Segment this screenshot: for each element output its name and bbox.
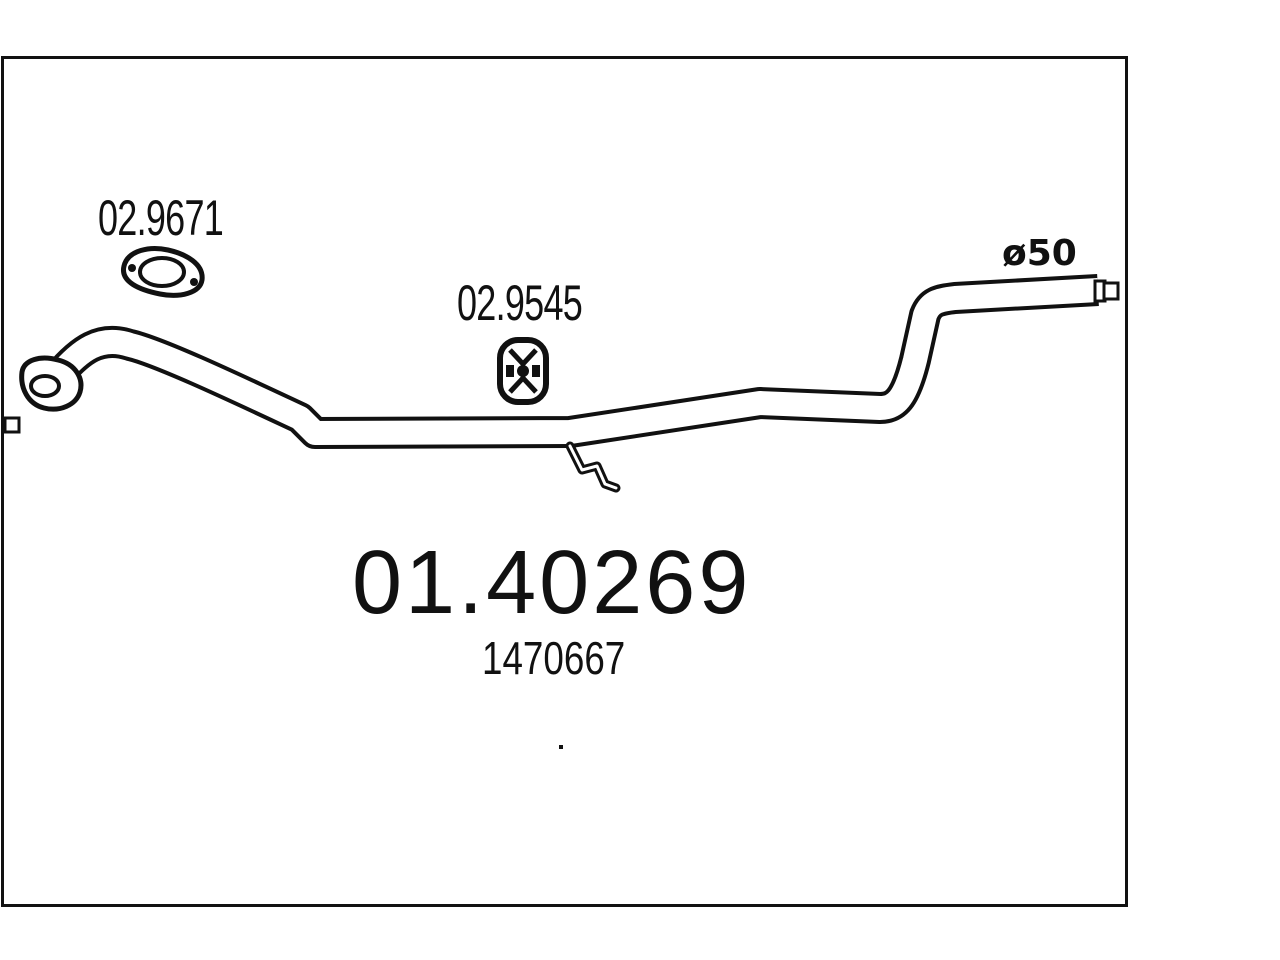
- hanger-part-number: 02.9545: [457, 275, 583, 331]
- gasket-part-number: 02.9671: [98, 190, 224, 246]
- inlet-flange: [3, 355, 84, 434]
- oe-reference-number: 1470667: [482, 632, 626, 684]
- diagram-frame: [1, 56, 1128, 907]
- pipe-diameter-label: ø50: [1002, 233, 1077, 274]
- hanger-bracket: [565, 441, 621, 493]
- flange-gasket-icon: [121, 246, 205, 298]
- exhaust-pipe: [45, 274, 1099, 449]
- dot-mark: [559, 745, 563, 749]
- rubber-hanger-icon: [497, 337, 549, 405]
- main-part-number: 01.40269: [352, 533, 752, 633]
- pipe-end-cap: [1093, 279, 1120, 303]
